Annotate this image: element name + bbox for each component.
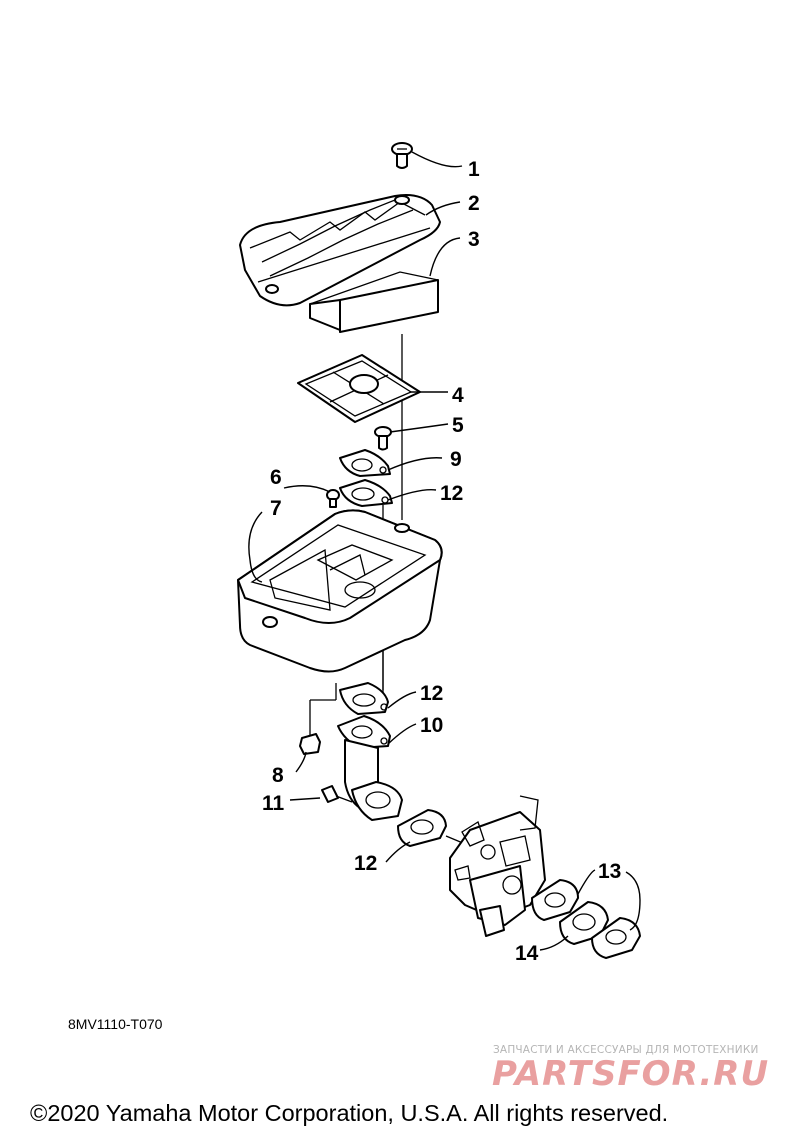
callout-1: 1 xyxy=(468,158,480,181)
filter-element xyxy=(309,271,439,333)
gasket-12-middle xyxy=(339,682,389,715)
screw-part xyxy=(391,142,413,169)
bolt-part xyxy=(374,426,392,451)
callout-10: 10 xyxy=(420,714,443,737)
gasket-13-b xyxy=(591,917,641,959)
carburetor-joint xyxy=(337,715,403,821)
gasket-13-a xyxy=(531,879,579,921)
insulator-14 xyxy=(559,901,609,945)
callout-12-lower: 12 xyxy=(354,852,377,875)
callout-12-upper: 12 xyxy=(440,482,463,505)
callout-4: 4 xyxy=(452,384,464,407)
gasket-12-upper xyxy=(339,479,393,507)
leader-lines xyxy=(248,151,641,951)
carburetor xyxy=(449,795,546,937)
callout-2: 2 xyxy=(468,192,480,215)
callout-9: 9 xyxy=(450,448,462,471)
callout-12-middle: 12 xyxy=(420,682,443,705)
callout-8: 8 xyxy=(272,764,284,787)
plug-part xyxy=(321,785,353,803)
nut-part xyxy=(299,733,321,755)
callout-6: 6 xyxy=(270,466,282,489)
air-cleaner-cover xyxy=(239,194,441,307)
gasket-9 xyxy=(339,449,391,477)
watermark-tagline: ЗАПЧАСТИ И АКСЕССУАРЫ ДЛЯ МОТОТЕХНИКИ xyxy=(493,1044,759,1056)
callout-14: 14 xyxy=(515,942,539,965)
callout-13: 13 xyxy=(598,860,621,883)
callout-11: 11 xyxy=(262,792,285,815)
callout-7: 7 xyxy=(270,497,282,520)
gasket-12-lower xyxy=(397,809,471,847)
watermark-logo: PARTSFOR.RU xyxy=(492,1054,770,1094)
copyright-notice: ©2020 Yamaha Motor Corporation, U.S.A. A… xyxy=(30,1100,669,1126)
callout-3: 3 xyxy=(468,228,480,251)
callout-5: 5 xyxy=(452,414,464,437)
callout-labels: 1 2 3 4 5 9 12 6 7 12 10 8 11 12 13 14 xyxy=(262,158,621,965)
air-cleaner-case xyxy=(237,509,443,673)
screw-6 xyxy=(326,489,340,508)
drawing-code: 8MV1110-T070 xyxy=(68,1016,163,1032)
